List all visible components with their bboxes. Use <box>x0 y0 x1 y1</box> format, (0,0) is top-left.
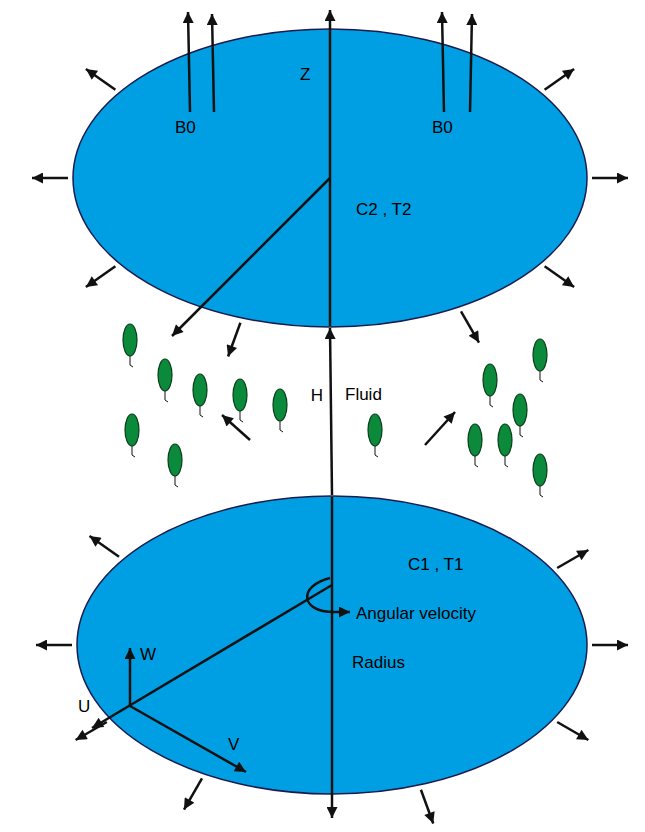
flagellum <box>175 476 178 487</box>
magnetic-field-arrow <box>470 14 472 112</box>
disk-label: Radius <box>352 653 405 673</box>
fluid-flow-arrows <box>222 412 455 445</box>
flow-arrow <box>86 69 115 90</box>
microorganism <box>533 339 547 382</box>
flagellum <box>132 446 135 457</box>
microorganism <box>273 389 287 432</box>
flagellum <box>540 486 543 497</box>
v-axis <box>130 706 246 772</box>
flow-arrow <box>545 266 574 287</box>
flow-arrow <box>421 790 433 824</box>
microorganism <box>123 324 137 367</box>
flow-arrow <box>184 778 202 809</box>
microorganism <box>368 414 382 457</box>
flagellum <box>540 371 543 382</box>
rotation-arrow <box>307 578 350 612</box>
flow-arrow <box>86 266 115 287</box>
cell-body <box>233 379 247 411</box>
flow-arrow <box>228 323 240 357</box>
flow-arrow <box>90 536 119 557</box>
microorganism <box>498 424 512 467</box>
flow-arrow <box>592 644 628 647</box>
microorganism <box>158 359 172 402</box>
flagellum <box>475 456 478 467</box>
flow-arrow <box>32 177 68 180</box>
disk-label: C1 , T1 <box>408 555 463 575</box>
flagellum <box>520 426 523 437</box>
microorganism <box>168 444 182 487</box>
flow-arrow <box>557 722 588 740</box>
disk-label: W <box>140 645 156 665</box>
cell-body <box>123 324 137 356</box>
axis-label: Fluid <box>345 385 382 405</box>
cell-body <box>368 414 382 446</box>
flagellum <box>280 421 283 432</box>
flagellum <box>375 446 378 457</box>
cell-body <box>158 359 172 391</box>
microorganism <box>193 374 207 417</box>
flagellum <box>130 356 133 367</box>
flow-arrow <box>425 412 455 445</box>
axis-label: U <box>78 697 90 717</box>
height-arrow <box>330 328 332 495</box>
flagellum <box>505 456 508 467</box>
flagellum <box>490 396 493 407</box>
microorganism <box>533 454 547 497</box>
flow-arrow <box>557 550 588 568</box>
flow-arrow <box>222 415 250 440</box>
cell-body <box>513 394 527 426</box>
radial-line <box>172 178 330 336</box>
flagellum <box>200 406 203 417</box>
disk-label: Angular velocity <box>356 604 476 624</box>
flow-arrow <box>461 311 479 342</box>
cell-body <box>498 424 512 456</box>
cell-body <box>168 444 182 476</box>
flagellum <box>165 391 168 402</box>
disk-label: Z <box>300 65 310 85</box>
microorganism <box>513 394 527 437</box>
magnetic-field-arrow <box>442 12 444 112</box>
z-axis <box>329 10 332 326</box>
cell-body <box>533 339 547 371</box>
cell-body <box>125 414 139 446</box>
disk-label: B0 <box>432 118 453 138</box>
axis-label: V <box>228 735 239 755</box>
cell-body <box>273 389 287 421</box>
w-axis <box>129 648 132 706</box>
microorganism <box>233 379 247 422</box>
edge-label: H <box>309 386 325 406</box>
disk-label: C2 , T2 <box>356 200 411 220</box>
radius-axis <box>331 497 334 818</box>
flow-arrow <box>36 644 72 647</box>
magnetic-field-arrow <box>188 12 190 112</box>
u-axis <box>92 585 332 728</box>
cell-body <box>193 374 207 406</box>
cell-body <box>483 364 497 396</box>
microorganism <box>483 364 497 407</box>
flow-arrow <box>592 177 628 180</box>
cell-body <box>533 454 547 486</box>
disk-label: B0 <box>175 118 196 138</box>
microorganisms <box>123 324 547 497</box>
flow-arrow <box>545 69 574 90</box>
cell-body <box>468 424 482 456</box>
microorganism <box>125 414 139 457</box>
microorganism <box>468 424 482 467</box>
flow-arrow <box>76 722 107 740</box>
magnetic-field-arrow <box>212 14 214 112</box>
flagellum <box>240 411 243 422</box>
